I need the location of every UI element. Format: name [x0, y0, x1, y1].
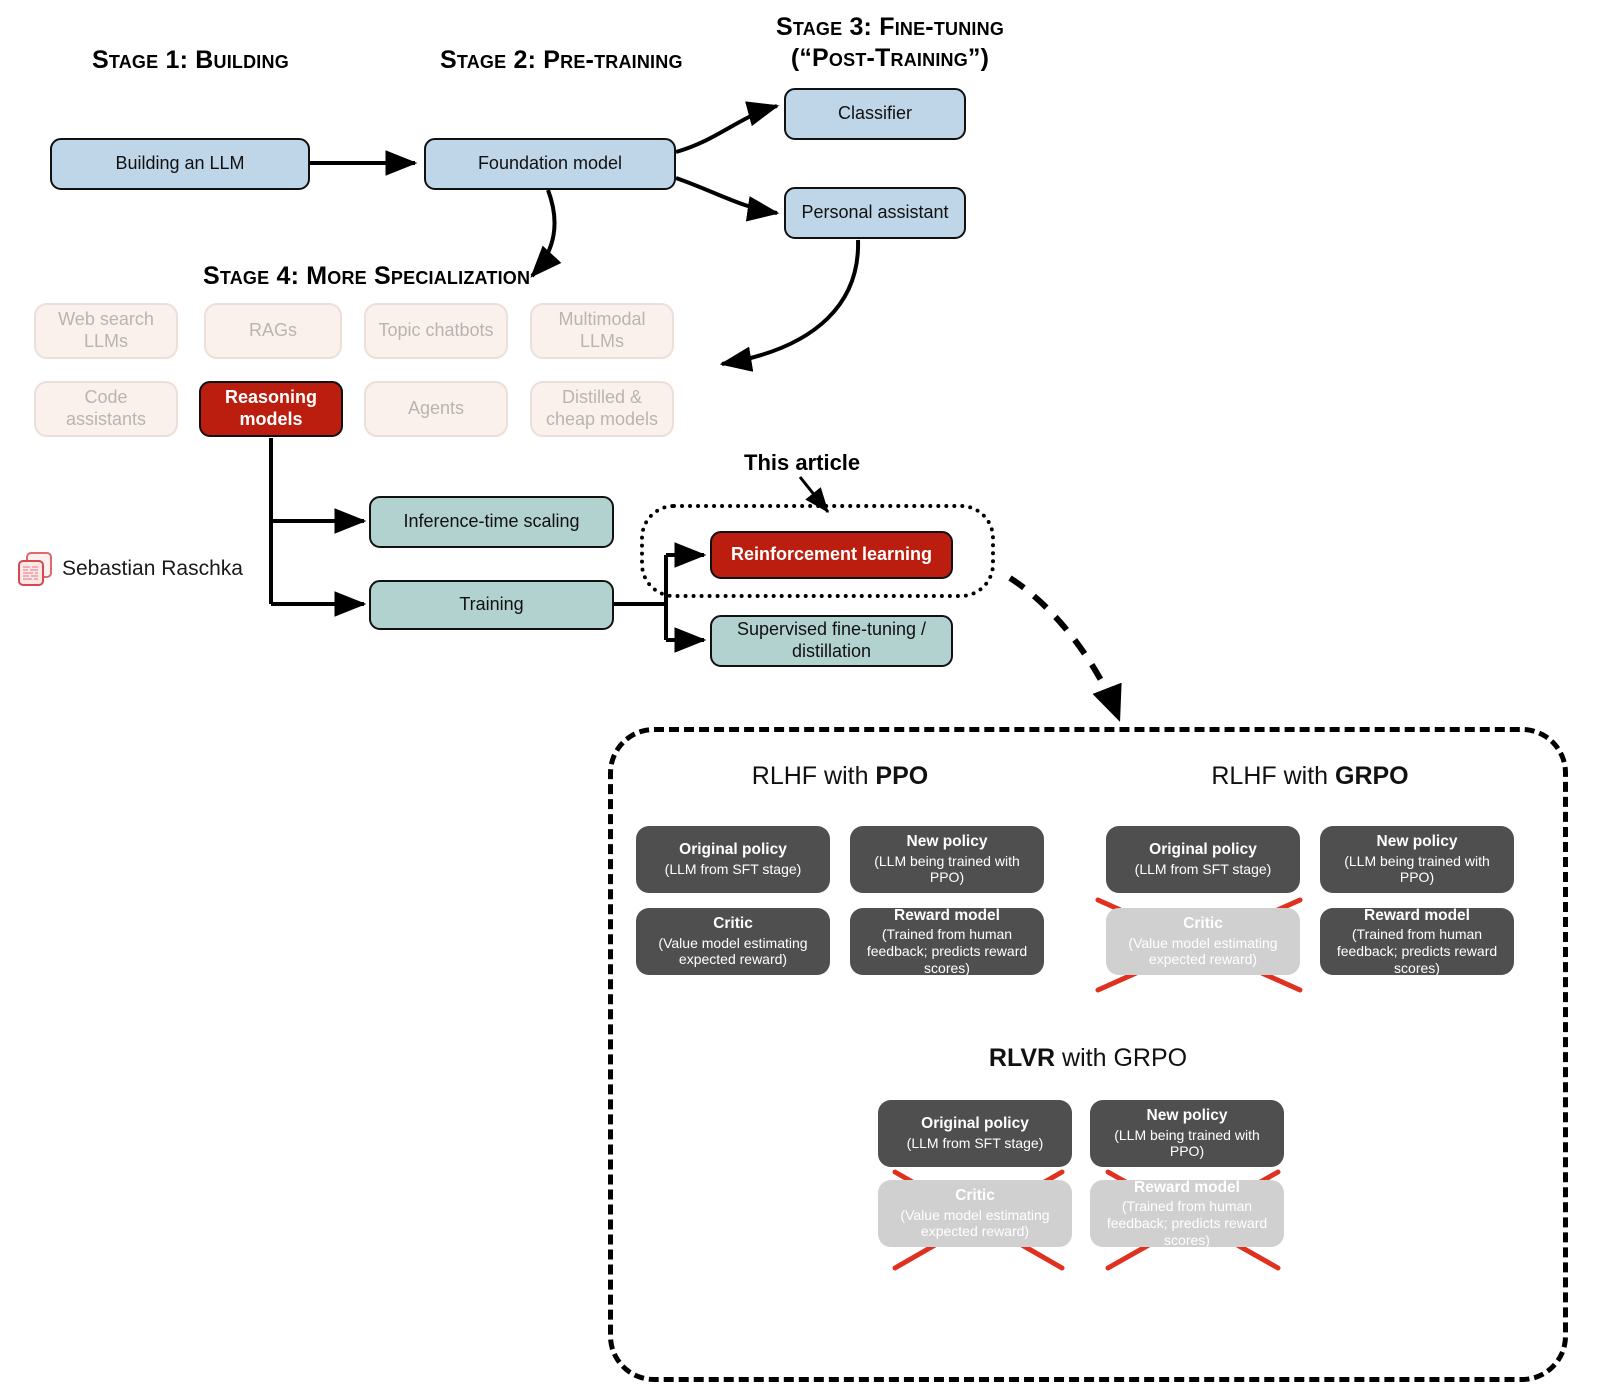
card-subtitle: (LLM being trained with PPO): [1114, 1126, 1260, 1160]
node-topic-chatbots[interactable]: Topic chatbots: [364, 303, 508, 359]
card-title: New policy: [1376, 832, 1458, 850]
node-agents[interactable]: Agents: [364, 381, 508, 437]
stage-3-label-line1: Stage 3: Fine-tuning: [775, 13, 1005, 41]
card-subtitle: (Trained from human feedback; predicts r…: [1106, 1198, 1268, 1248]
stage-3-label-line2: (“Post-Training”): [790, 44, 990, 72]
card-ppo-reward-model[interactable]: Reward model (Trained from human feedbac…: [850, 906, 1044, 976]
card-subtitle: (Value model estimating expected reward): [900, 1206, 1050, 1240]
card-subtitle: (LLM being trained with PPO): [874, 852, 1020, 886]
arrow-assistant-to-specializations: [719, 239, 861, 372]
this-article-callout: This article: [744, 450, 861, 475]
node-code-assistants[interactable]: Code assistants: [34, 381, 178, 437]
card-subtitle: (Value model estimating expected reward): [1128, 934, 1278, 968]
stage-4-label: Stage 4: More Specialization: [203, 262, 531, 290]
card-title: Reward model: [1134, 1178, 1240, 1196]
card-grpo-critic-disabled[interactable]: Critic (Value model estimating expected …: [1106, 908, 1300, 975]
author-name: Sebastian Raschka: [62, 557, 243, 580]
card-title: Original policy: [921, 1115, 1029, 1133]
arrow-foundation-to-classifier: [675, 101, 780, 154]
stage-1-label: Stage 1: Building: [92, 46, 289, 74]
stacked-cards-logo-icon: [18, 552, 52, 586]
node-reasoning-models[interactable]: Reasoning models: [199, 381, 343, 437]
rl-methods-panel: [608, 727, 1568, 1382]
section-title-rlvr-grpo: RLVR with GRPO: [888, 1044, 1288, 1073]
card-title: Reward model: [894, 906, 1000, 924]
logo-hatch-pattern: [23, 566, 38, 580]
card-ppo-original-policy[interactable]: Original policy (LLM from SFT stage): [636, 826, 830, 893]
stage-2-label: Stage 2: Pre-training: [440, 46, 683, 74]
node-distilled-cheap-models[interactable]: Distilled & cheap models: [530, 381, 674, 437]
card-title: Critic: [713, 914, 753, 932]
card-title: Original policy: [1149, 841, 1257, 859]
card-subtitle: (LLM from SFT stage): [664, 860, 802, 877]
node-training[interactable]: Training: [369, 580, 614, 630]
card-subtitle: (Value model estimating expected reward): [658, 934, 808, 968]
node-classifier[interactable]: Classifier: [784, 88, 966, 140]
card-rlvr-critic-disabled[interactable]: Critic (Value model estimating expected …: [878, 1180, 1072, 1247]
card-rlvr-new-policy[interactable]: New policy (LLM being trained with PPO): [1090, 1100, 1284, 1167]
arrow-dotted-region-to-panel: [1008, 575, 1122, 722]
card-title: Original policy: [679, 841, 787, 859]
card-title: New policy: [1146, 1106, 1228, 1124]
section-title-rlhf-grpo-bold: GRPO: [1335, 762, 1409, 790]
node-inference-time-scaling[interactable]: Inference-time scaling: [369, 496, 614, 548]
card-rlvr-reward-model-disabled[interactable]: Reward model (Trained from human feedbac…: [1090, 1178, 1284, 1248]
section-title-rlvr-grpo-bold: RLVR: [988, 1044, 1056, 1072]
node-multimodal-llms[interactable]: Multimodal LLMs: [530, 303, 674, 359]
card-grpo-reward-model[interactable]: Reward model (Trained from human feedbac…: [1320, 906, 1514, 976]
card-title: Critic: [1183, 914, 1223, 932]
node-personal-assistant[interactable]: Personal assistant: [784, 187, 966, 239]
card-subtitle: (Trained from human feedback; predicts r…: [866, 926, 1028, 976]
node-foundation-model[interactable]: Foundation model: [424, 138, 676, 190]
node-building-an-llm[interactable]: Building an LLM: [50, 138, 310, 190]
section-title-rlhf-grpo: RLHF with GRPO: [1110, 762, 1510, 791]
card-subtitle: (LLM from SFT stage): [906, 1134, 1044, 1151]
node-supervised-finetuning-distillation[interactable]: Supervised fine-tuning / distillation: [710, 615, 953, 667]
card-rlvr-original-policy[interactable]: Original policy (LLM from SFT stage): [878, 1100, 1072, 1167]
card-title: New policy: [906, 832, 988, 850]
card-subtitle: (LLM being trained with PPO): [1344, 852, 1490, 886]
card-grpo-original-policy[interactable]: Original policy (LLM from SFT stage): [1106, 826, 1300, 893]
arrow-foundation-to-assistant: [675, 176, 780, 222]
card-grpo-new-policy[interactable]: New policy (LLM being trained with PPO): [1320, 826, 1514, 893]
this-article-region: [640, 504, 995, 598]
node-reinforcement-learning[interactable]: Reinforcement learning: [710, 531, 953, 579]
card-ppo-critic[interactable]: Critic (Value model estimating expected …: [636, 908, 830, 975]
section-title-rlvr-grpo-plain: with GRPO: [1055, 1044, 1188, 1072]
section-title-rlhf-grpo-plain: RLHF with: [1211, 762, 1335, 790]
card-subtitle: (LLM from SFT stage): [1134, 860, 1272, 877]
card-ppo-new-policy[interactable]: New policy (LLM being trained with PPO): [850, 826, 1044, 893]
card-subtitle: (Trained from human feedback; predicts r…: [1336, 926, 1498, 976]
section-title-rlhf-ppo: RLHF with PPO: [640, 762, 1040, 791]
section-title-rlhf-ppo-plain: RLHF with: [751, 762, 876, 790]
node-web-search-llms[interactable]: Web search LLMs: [34, 303, 178, 359]
section-title-rlhf-ppo-bold: PPO: [875, 762, 929, 790]
author-credit: Sebastian Raschka: [18, 552, 243, 586]
card-title: Critic: [955, 1186, 995, 1204]
arrow-foundation-to-stage4: [530, 189, 562, 278]
card-title: Reward model: [1364, 906, 1470, 924]
node-rags[interactable]: RAGs: [204, 303, 342, 359]
